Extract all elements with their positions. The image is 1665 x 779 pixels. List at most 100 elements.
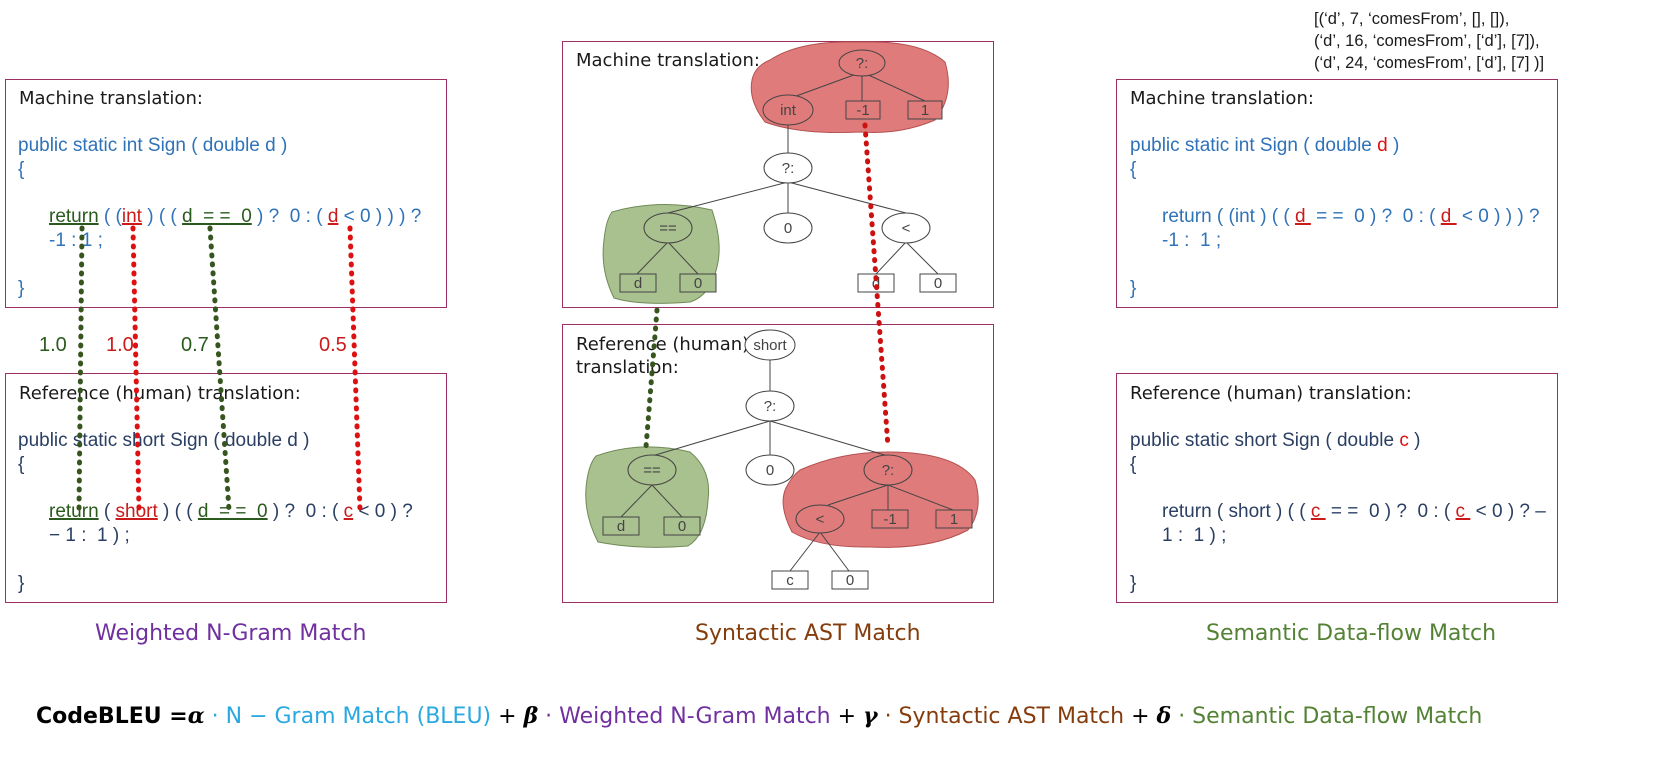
node-d-left: [619, 273, 657, 293]
ref-node-eq: [627, 454, 677, 486]
df-machine-signature: public static int Sign ( double d ): [1130, 135, 1400, 156]
ref-node-short: [744, 329, 796, 361]
svg-text:0: 0: [784, 220, 792, 237]
svg-text:int: int: [780, 102, 797, 119]
match-d-eq-0: d = = 0: [182, 206, 252, 227]
ngram-machine-line2: -1 : 1 ;: [49, 230, 103, 251]
ref-node-0-right: [831, 570, 869, 590]
ref-node-d: [602, 516, 640, 536]
ngram-machine-return-line: return ( (int ) ( ( d = = 0 ) ? 0 : ( d …: [49, 206, 422, 227]
svg-text:0: 0: [934, 275, 942, 292]
ngram-match-line-int: [130, 225, 142, 513]
formula-dataflow-term: · Semantic Data-flow Match: [1171, 704, 1483, 729]
ast-machine-nodes: ?: int -1 1 ?: == 0 < d 0 d 0: [619, 49, 957, 293]
ngram-machine-open-brace: {: [18, 159, 25, 180]
svg-text:0: 0: [694, 275, 702, 292]
svg-text:?:: ?:: [782, 160, 795, 177]
ast-green-match-line: [643, 307, 660, 450]
ref-node-ternary: [745, 390, 795, 422]
df-reference-open-brace: {: [1130, 454, 1137, 475]
svg-text:==: ==: [659, 220, 677, 237]
match-return: return: [49, 206, 99, 227]
formula-ast-term: · Syntactic AST Match: [877, 704, 1125, 729]
ngram-reference-open-brace: {: [18, 454, 25, 475]
df-machine-panel: [1116, 79, 1558, 308]
svg-text:==: ==: [643, 462, 661, 479]
ref-node-0: [663, 516, 701, 536]
svg-text:short: short: [753, 337, 787, 354]
codebleu-formula: CodeBLEU =α · N − Gram Match (BLEU) + β …: [36, 703, 1483, 729]
ngram-reference-title: Reference (human) translation:: [19, 383, 301, 404]
svg-text:c: c: [786, 572, 794, 589]
svg-text:d: d: [634, 275, 642, 292]
svg-text:1: 1: [921, 102, 929, 119]
ast-reference-title: Reference (human): [576, 334, 750, 355]
ref-node-neg1: [871, 509, 909, 529]
node-1: [907, 100, 943, 120]
formula-alpha: α: [187, 703, 205, 729]
df-machine-close-brace: }: [1130, 278, 1137, 299]
svg-text:0: 0: [846, 572, 854, 589]
score-d: 0.5: [319, 334, 347, 356]
ngram-reference-close-brace: }: [18, 573, 25, 594]
svg-text:0: 0: [678, 518, 686, 535]
node-0-left: [679, 273, 717, 293]
svg-text:d: d: [617, 518, 625, 535]
dataflow-edges: [(‘d’, 7, ‘comesFrom’, [], []),(‘d’, 16,…: [1314, 10, 1545, 72]
ngram-match-line-d: [347, 225, 363, 513]
node-zero: [763, 212, 813, 244]
node-lt: [881, 212, 931, 244]
ngram-match-line-return: [76, 225, 85, 513]
score-d-eq-0: 0.7: [181, 334, 209, 356]
node-ternary: [838, 49, 886, 77]
df-machine-title: Machine translation:: [1130, 88, 1314, 109]
svg-text:d: d: [872, 275, 880, 292]
svg-text:<: <: [902, 220, 911, 237]
caption-weighted-ngram: Weighted N-Gram Match: [95, 621, 367, 646]
ref-node-ternary-inner: [863, 454, 913, 486]
match-d: d: [327, 206, 339, 227]
match-int: int: [121, 206, 142, 227]
ast-red-match-line: [862, 122, 891, 450]
svg-text:-1: -1: [883, 511, 896, 528]
node-eq: [643, 212, 693, 244]
ngram-reference-signature: public static short Sign ( double d ): [18, 430, 310, 451]
node-ternary-label: ?:: [856, 55, 869, 72]
node-0-right: [919, 273, 957, 293]
ref-node-1: [935, 509, 973, 529]
df-machine-open-brace: {: [1130, 159, 1137, 180]
score-int: 1.0: [106, 334, 134, 356]
ref-node-zero: [745, 454, 795, 486]
ast-machine-title: Machine translation:: [576, 50, 760, 71]
score-return: 1.0: [39, 334, 67, 356]
ngram-machine-title: Machine translation:: [19, 88, 203, 109]
formula-delta: δ: [1156, 703, 1172, 729]
node-int: [762, 94, 814, 126]
formula-lhs: CodeBLEU =: [36, 704, 188, 729]
ngram-match-line-d-eq-0: [207, 225, 232, 513]
ref-node-lt: [795, 504, 845, 534]
svg-text:0: 0: [766, 462, 774, 479]
node-ternary-inner: [763, 152, 813, 184]
df-machine-return-line: return ( (int ) ( ( d = = 0 ) ? 0 : ( d …: [1162, 206, 1540, 227]
formula-weighted-term: · Weighted N-Gram Match: [538, 704, 831, 729]
df-reference-close-brace: }: [1130, 573, 1137, 594]
ref-node-c: [771, 570, 809, 590]
svg-text:-1: -1: [856, 102, 869, 119]
ngram-reference-return-line: return ( short ) ( ( d = = 0 ) ? 0 : ( c…: [49, 501, 413, 522]
df-machine-line2: -1 : 1 ;: [1162, 230, 1222, 251]
ngram-reference-line2: − 1 : 1 ) ;: [49, 525, 130, 546]
formula-bleu-term: · N − Gram Match (BLEU): [204, 704, 492, 729]
node-neg1: [845, 100, 881, 120]
ngram-machine-panel: [5, 79, 447, 308]
df-reference-signature: public static short Sign ( double c ): [1130, 430, 1421, 451]
svg-text:?:: ?:: [882, 462, 895, 479]
ngram-machine-signature: public static int Sign ( double d ): [18, 135, 288, 156]
caption-semantic-dataflow: Semantic Data-flow Match: [1206, 621, 1497, 646]
svg-text:<: <: [816, 511, 825, 528]
svg-text:?:: ?:: [764, 398, 777, 415]
df-reference-return-line: return ( short ) ( ( c = = 0 ) ? 0 : ( c…: [1162, 501, 1546, 522]
df-reference-panel: [1116, 373, 1558, 603]
caption-syntactic-ast: Syntactic AST Match: [695, 621, 921, 646]
